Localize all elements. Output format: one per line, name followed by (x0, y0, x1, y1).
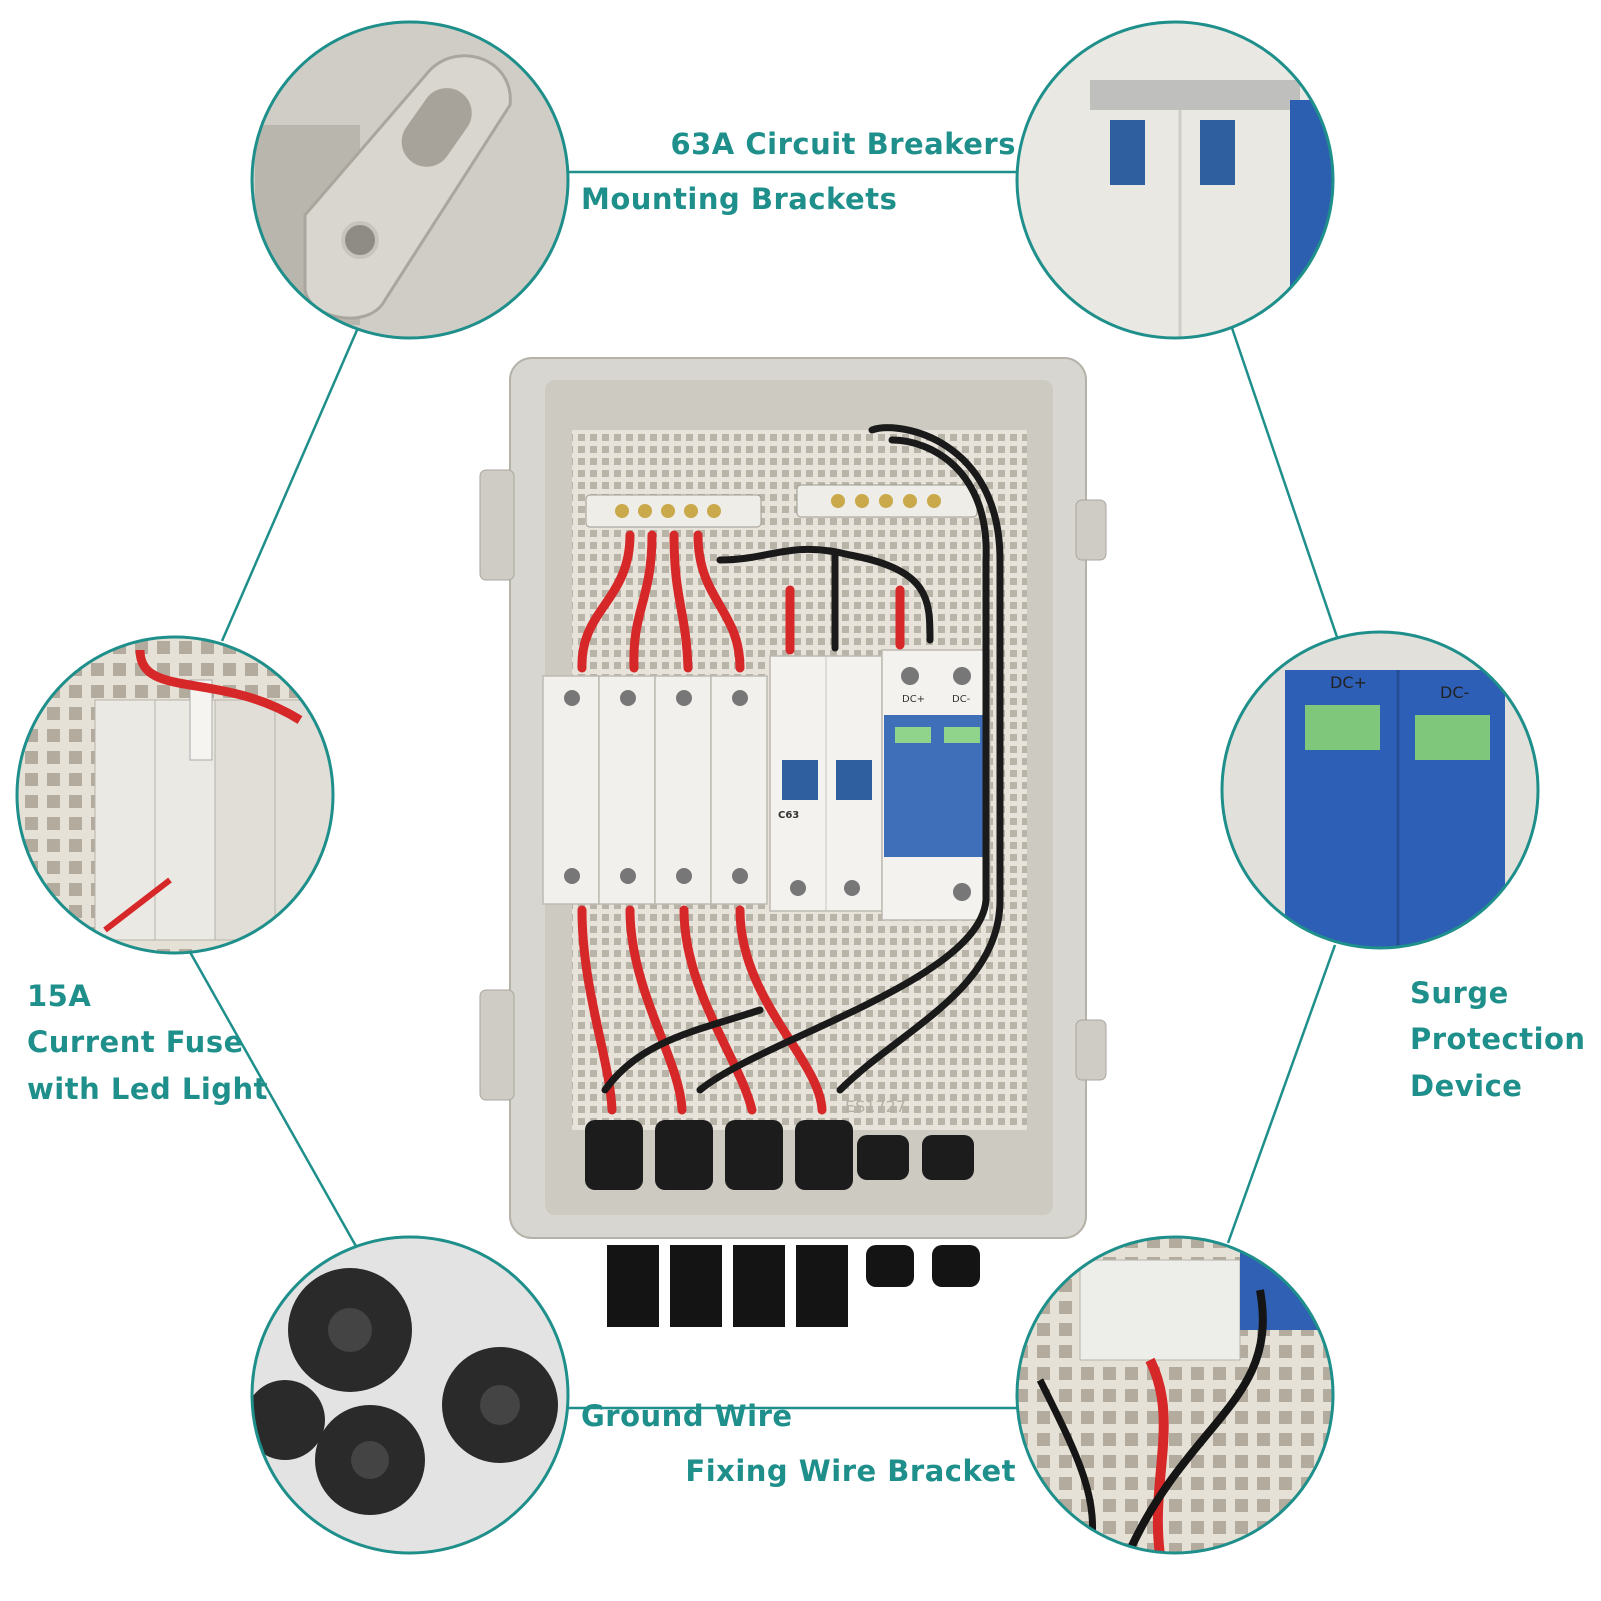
spd-minus-marking: DC- (952, 694, 971, 705)
label-fuse-line-3: with Led Light (27, 1071, 269, 1106)
label-surge: Surge Protection Device (1410, 970, 1586, 1109)
detail-cable-glands (250, 1235, 570, 1555)
enclosure-mark: ES1727 (845, 1097, 906, 1116)
label-fuse-line-1: 15A (27, 979, 92, 1013)
label-mounting-brackets: Mounting Brackets (581, 182, 898, 216)
label-fuse-line-2: Current Fuse (27, 1025, 244, 1060)
connector-lines (188, 170, 1340, 1410)
black-wires (601, 424, 1004, 1094)
detail-fuse-holders (15, 635, 335, 955)
label-surge-line-3: Device (1410, 1068, 1523, 1103)
label-fuse: 15A Current Fuse with Led Light (27, 973, 268, 1112)
breaker-model-label: C63 (778, 810, 799, 821)
detail-circuit-breakers (1015, 20, 1335, 340)
detail-surge-protection: DC+ DC- (1220, 630, 1540, 950)
junction-box: C63 DC+ DC- (479, 357, 1107, 1327)
label-circuit-breakers: 63A Circuit Breakers (670, 127, 1016, 161)
label-surge-line-2: Protection (1410, 1022, 1586, 1057)
label-surge-line-1: Surge (1410, 976, 1509, 1010)
detail-mounting-bracket (250, 20, 570, 340)
spd-plus-marking: DC+ (902, 694, 925, 705)
spd-detail-minus: DC- (1440, 683, 1469, 702)
label-ground-wire: Ground Wire (581, 1399, 793, 1433)
label-fixing-wire-bracket: Fixing Wire Bracket (685, 1454, 1016, 1488)
spd-detail-plus: DC+ (1330, 673, 1367, 692)
detail-fixing-wire-bracket (1015, 1235, 1335, 1555)
